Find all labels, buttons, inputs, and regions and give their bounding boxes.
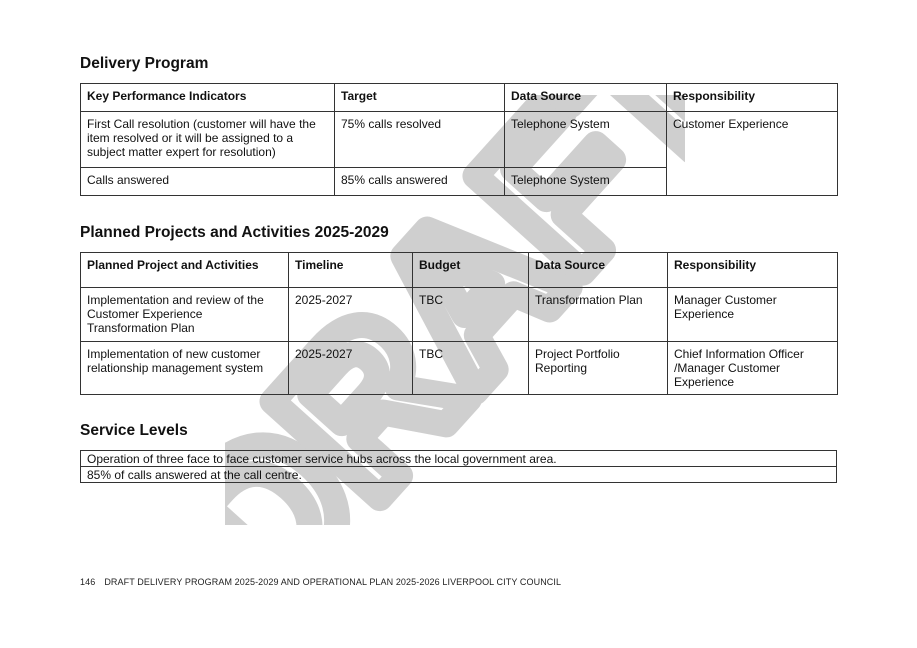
- target-cell: 75% calls resolved: [334, 111, 505, 168]
- timeline-cell: 2025-2027: [288, 287, 413, 342]
- service-levels-table: Operation of three face to face customer…: [80, 450, 837, 483]
- header-timeline: Timeline: [288, 252, 413, 288]
- budget-cell: TBC: [412, 341, 529, 395]
- footer-text: DRAFT DELIVERY PROGRAM 2025-2029 AND OPE…: [104, 577, 562, 587]
- kpi-table: Key Performance Indicators Target Data S…: [80, 83, 838, 196]
- timeline-cell: 2025-2027: [288, 341, 413, 395]
- data-source-cell: Telephone System: [504, 167, 667, 196]
- project-cell: Implementation and review of the Custome…: [80, 287, 289, 342]
- project-cell: Implementation of new customer relations…: [80, 341, 289, 395]
- service-level-item: 85% of calls answered at the call centre…: [80, 466, 837, 483]
- page-number: 146: [80, 577, 96, 587]
- header-responsibility: Responsibility: [666, 83, 838, 112]
- header-budget: Budget: [412, 252, 529, 288]
- table-row: 85% of calls answered at the call centre…: [80, 466, 837, 483]
- table-row: Implementation and review of the Custome…: [80, 287, 838, 342]
- table-row: Calls answered 85% calls answered Teleph…: [80, 167, 838, 196]
- data-source-cell: Transformation Plan: [528, 287, 668, 342]
- header-data-source: Data Source: [528, 252, 668, 288]
- budget-cell: TBC: [412, 287, 529, 342]
- header-kpi: Key Performance Indicators: [80, 83, 335, 112]
- table-row: Operation of three face to face customer…: [80, 450, 837, 467]
- header-target: Target: [334, 83, 505, 112]
- table-row: First Call resolution (customer will hav…: [80, 111, 838, 196]
- kpi-cell: First Call resolution (customer will hav…: [80, 111, 335, 168]
- table-row: Implementation of new customer relations…: [80, 341, 838, 395]
- header-project: Planned Project and Activities: [80, 252, 289, 288]
- responsibility-cell: Manager Customer Experience: [667, 287, 838, 342]
- kpi-cell: Calls answered: [80, 167, 335, 196]
- service-levels-title: Service Levels: [80, 422, 188, 439]
- responsibility-cell: Customer Experience: [666, 111, 838, 196]
- projects-table: Planned Project and Activities Timeline …: [80, 252, 838, 395]
- delivery-program-title: Delivery Program: [80, 55, 209, 72]
- page-footer: 146 DRAFT DELIVERY PROGRAM 2025-2029 AND …: [80, 577, 570, 587]
- planned-projects-title: Planned Projects and Activities 2025-202…: [80, 224, 389, 241]
- service-level-item: Operation of three face to face customer…: [80, 450, 837, 467]
- header-data-source: Data Source: [504, 83, 667, 112]
- data-source-cell: Telephone System: [504, 111, 667, 168]
- data-source-cell: Project Portfolio Reporting: [528, 341, 668, 395]
- target-cell: 85% calls answered: [334, 167, 505, 196]
- header-responsibility: Responsibility: [667, 252, 838, 288]
- responsibility-cell: Chief Information Officer /Manager Custo…: [667, 341, 838, 395]
